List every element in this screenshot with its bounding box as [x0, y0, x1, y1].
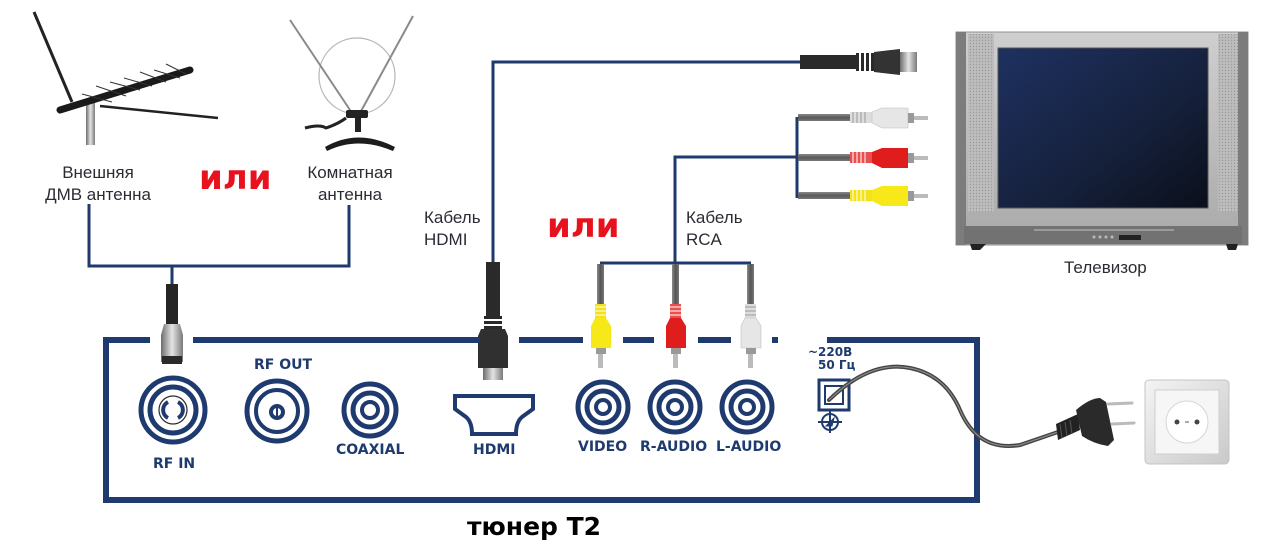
indoor-antenna-label-line2: антенна	[317, 185, 383, 204]
port-label-rf-out: RF OUT	[254, 357, 313, 373]
rca-plug-red-top	[798, 148, 928, 168]
power-cord	[827, 364, 1060, 448]
antenna-wire	[87, 204, 351, 284]
rca-plug-red-bottom	[666, 264, 686, 368]
hdmi-cable	[478, 49, 917, 380]
rca-plug-white-top	[798, 107, 928, 129]
port-label-hdmi: HDMI	[473, 442, 516, 458]
rca-cable-label: Кабель RCA	[686, 207, 743, 251]
hdmi-port	[453, 394, 535, 436]
rf-in-port	[138, 375, 208, 445]
outdoor-antenna-label-line1: Внешняя	[62, 163, 134, 182]
rf-coax-plug-icon	[161, 284, 183, 364]
hdmi-cable-label: Кабель HDMI	[424, 207, 481, 251]
ground-symbol-icon	[818, 411, 842, 433]
rca-plug-yellow-bottom	[591, 264, 611, 368]
yagi-antenna-icon	[32, 11, 219, 145]
tuner-box-outline	[103, 337, 980, 503]
port-label-video: VIDEO	[578, 439, 628, 455]
hdmi-cable-label-line1: Кабель	[424, 208, 481, 227]
port-label-r-audio: R-AUDIO	[640, 439, 708, 455]
cable-or-label: или	[547, 206, 620, 246]
tuner-title: тюнер Т2	[467, 512, 602, 541]
rca-cable-label-line2: RCA	[686, 230, 722, 249]
video-port	[575, 379, 631, 435]
power-input-port	[817, 378, 851, 412]
l-audio-port	[719, 379, 775, 435]
port-label-coaxial: COAXIAL	[336, 442, 405, 458]
coaxial-port	[341, 381, 399, 439]
tv-label: Телевизор	[1064, 258, 1147, 277]
power-plug-icon	[1056, 398, 1136, 446]
rca-cable-label-line1: Кабель	[686, 208, 743, 227]
indoor-antenna-label-line1: Комнатная	[307, 163, 393, 182]
indoor-antenna-icon	[289, 15, 414, 151]
power-outlet-icon	[1144, 379, 1230, 465]
power-voltage-label: ~220В	[808, 345, 853, 359]
power-frequency-label: 50 Гц	[818, 358, 856, 372]
rca-plug-white-bottom	[740, 264, 762, 368]
hdmi-cable-label-line2: HDMI	[424, 230, 468, 249]
indoor-antenna-label: Комнатная антенна	[290, 162, 410, 206]
antenna-or-label: или	[199, 158, 272, 198]
rca-cable	[591, 107, 928, 368]
r-audio-port	[647, 379, 703, 435]
outdoor-antenna-label-line2: ДМВ антенна	[45, 185, 151, 204]
port-label-l-audio: L-AUDIO	[716, 439, 782, 455]
rca-plug-yellow-top	[798, 186, 928, 206]
outdoor-antenna-label: Внешняя ДМВ антенна	[28, 162, 168, 206]
rf-out-port	[244, 378, 310, 444]
crt-tv-icon	[955, 31, 1249, 250]
port-label-rf-in: RF IN	[153, 456, 196, 472]
